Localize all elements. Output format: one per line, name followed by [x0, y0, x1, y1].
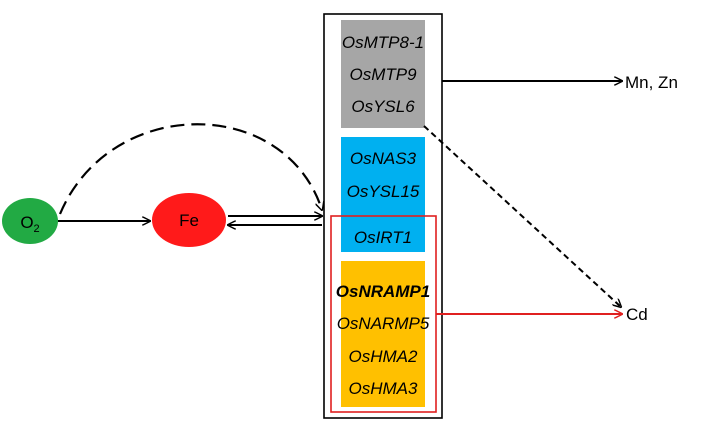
oxygen-label: O2	[20, 213, 39, 235]
iron-label: Fe	[179, 211, 199, 230]
dashed-diagonal-to-cd-arrow	[423, 125, 621, 307]
mn-zn-label: Mn, Zn	[625, 73, 678, 92]
gene-label: OsHMA2	[349, 347, 419, 366]
gray-gene-group	[341, 20, 425, 128]
cadmium-label: Cd	[626, 305, 648, 324]
gene-label: OsHMA3	[349, 379, 419, 398]
orange-gene-group	[341, 261, 425, 407]
gene-label: OsYSL15	[347, 182, 420, 201]
dashed-curve-arrow	[58, 123, 322, 215]
gene-container-box	[323, 13, 443, 419]
gene-label-bold: OsNRAMP1	[336, 282, 430, 301]
iron-node	[152, 193, 226, 247]
gene-label: OsYSL6	[351, 97, 415, 116]
gene-label: OsNARMP5	[337, 314, 430, 333]
oxygen-node	[2, 198, 58, 244]
gene-label: OsNAS3	[350, 149, 417, 168]
gene-label: OsIRT1	[354, 228, 412, 247]
gene-label: OsMTP8-1	[342, 33, 424, 52]
gene-label: OsMTP9	[349, 65, 417, 84]
blue-gene-group	[341, 137, 425, 252]
